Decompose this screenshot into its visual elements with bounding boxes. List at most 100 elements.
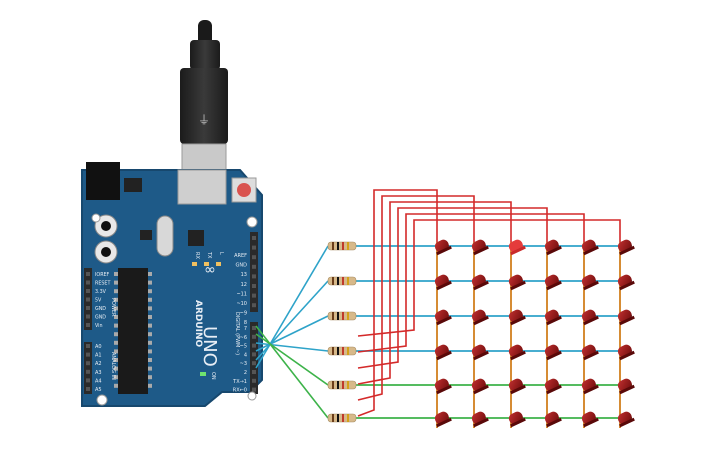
led[interactable] [432,238,452,256]
digital-pin[interactable] [252,255,256,260]
digital-pin[interactable] [252,378,256,383]
analog-pin[interactable] [86,387,90,391]
digital-pin[interactable] [252,236,256,240]
led[interactable] [615,238,635,256]
power-pin[interactable] [86,289,90,293]
usb-cable[interactable]: ⏚ [180,20,228,193]
resistor[interactable] [327,311,357,321]
led[interactable] [579,308,599,326]
led[interactable] [506,238,526,256]
led[interactable] [506,308,526,326]
power-pin[interactable] [86,272,90,276]
led[interactable] [579,238,599,256]
led-rim [510,280,526,291]
analog-pin[interactable] [86,369,90,374]
row-wire[interactable] [255,333,329,386]
led[interactable] [506,273,526,291]
led[interactable] [432,343,452,361]
column-control-wire[interactable] [357,219,621,337]
digital-pin[interactable] [252,334,256,339]
led-rim [619,350,635,361]
led[interactable] [615,308,635,326]
board-led-l [216,262,221,266]
led[interactable] [542,238,562,256]
resistor[interactable] [327,346,357,356]
led[interactable] [506,343,526,361]
digital-pin[interactable] [252,326,256,330]
led[interactable] [469,308,489,326]
row-wire[interactable] [255,342,329,352]
resistor[interactable] [327,276,357,286]
analog-pin[interactable] [86,352,90,357]
led[interactable] [579,343,599,361]
led[interactable] [469,238,489,256]
led[interactable] [469,273,489,291]
led[interactable] [542,308,562,326]
dc-power-jack[interactable] [86,162,120,200]
led[interactable] [432,377,452,395]
led[interactable] [542,410,562,428]
row-wire[interactable] [255,280,329,361]
analog-pin[interactable] [86,378,90,383]
analog-header[interactable] [84,342,92,394]
digital-pin[interactable] [252,343,256,348]
power-pin[interactable] [86,323,90,327]
led[interactable] [579,273,599,291]
reset-button[interactable] [237,183,251,197]
digital-pin[interactable] [252,361,256,366]
resistor[interactable] [327,413,357,423]
digital-pin[interactable] [252,352,256,357]
column-control-wire[interactable] [357,201,512,385]
led[interactable] [506,377,526,395]
column-control-wire[interactable] [357,195,475,401]
analog-pin[interactable] [86,361,90,366]
led[interactable] [469,343,489,361]
arduino-logo-icon: ∞ [204,262,216,278]
led-rim [510,245,526,256]
led[interactable] [615,377,635,395]
usb-b-socket[interactable] [177,169,227,205]
led[interactable] [432,410,452,428]
digital-pin[interactable] [252,387,256,392]
digital-header-top[interactable] [250,232,258,312]
led[interactable] [432,308,452,326]
digital-pin[interactable] [252,370,256,374]
digital-header-bottom[interactable] [250,322,258,394]
led[interactable] [579,377,599,395]
row-wire[interactable] [255,325,329,419]
digital-pin[interactable] [252,264,256,269]
power-pin[interactable] [86,297,90,302]
digital-pin-label: ~10 [236,301,247,307]
led[interactable] [469,377,489,395]
led[interactable] [579,410,599,428]
digital-pin[interactable] [252,284,256,288]
power-pin-label: GND [95,306,106,312]
analog-pin-label: A4 [95,378,102,384]
led[interactable] [615,410,635,428]
led[interactable] [542,377,562,395]
analog-pin[interactable] [86,344,90,348]
digital-pin[interactable] [252,293,256,298]
led[interactable] [432,273,452,291]
digital-pin[interactable] [252,245,256,250]
resistors-layer [327,241,357,423]
digital-pin[interactable] [252,274,256,279]
led[interactable] [542,273,562,291]
resistor[interactable] [327,241,357,251]
power-pin[interactable] [86,306,90,310]
column-control-wire[interactable] [357,207,548,369]
row-wire[interactable] [255,315,329,352]
digital-pin[interactable] [252,303,256,308]
led[interactable] [469,410,489,428]
led[interactable] [506,410,526,428]
led[interactable] [615,273,635,291]
resistor[interactable] [327,380,357,390]
column-control-wire[interactable] [357,213,585,353]
power-pin[interactable] [86,314,90,319]
led[interactable] [615,343,635,361]
digital-pin-label: ~3 [240,361,247,367]
led[interactable] [542,343,562,361]
power-pin[interactable] [86,280,90,285]
